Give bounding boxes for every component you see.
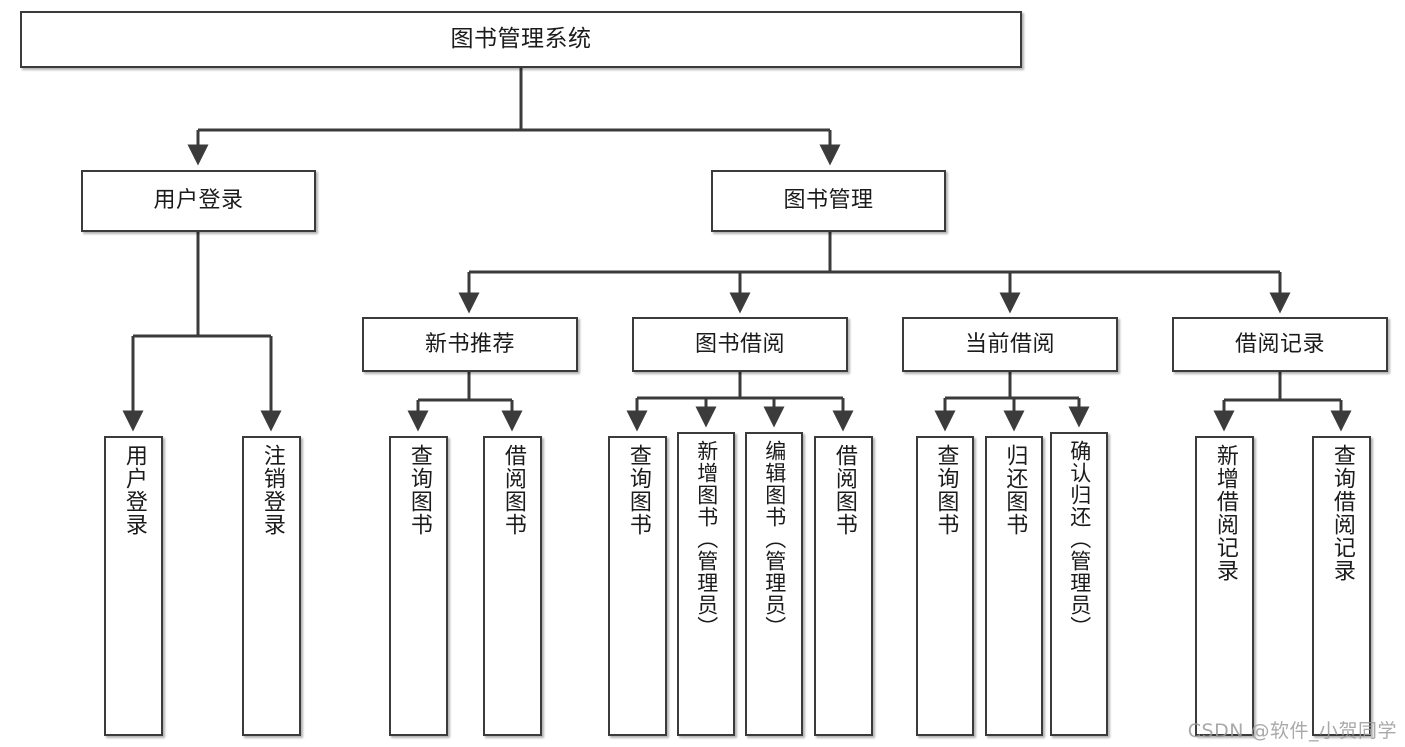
- leaf-borrow-record-add[interactable]: 新增借阅记录: [1195, 436, 1254, 736]
- node-borrow-record[interactable]: 借阅记录: [1172, 317, 1388, 372]
- node-label: 图书管理系统: [450, 25, 592, 52]
- node-label: 图书借阅: [694, 331, 785, 357]
- node-label: 新书推荐: [424, 331, 515, 357]
- node-user-login[interactable]: 用户登录: [81, 170, 316, 232]
- node-label: 借阅图书: [500, 444, 526, 536]
- leaf-new-book-query[interactable]: 查询图书: [389, 436, 448, 736]
- leaf-book-borrow-borrow[interactable]: 借阅图书: [814, 436, 873, 736]
- leaf-current-borrow-confirm-return[interactable]: 确认归还（管理员）: [1050, 432, 1108, 736]
- node-label: 确认归还（管理员）: [1067, 440, 1092, 638]
- node-label: 用户登录: [153, 188, 244, 214]
- leaf-current-borrow-return[interactable]: 归还图书: [985, 436, 1043, 736]
- node-new-book-recommend[interactable]: 新书推荐: [362, 317, 578, 372]
- leaf-book-borrow-add[interactable]: 新增图书（管理员）: [677, 432, 735, 736]
- node-book-borrow[interactable]: 图书借阅: [632, 317, 848, 372]
- leaf-new-book-borrow[interactable]: 借阅图书: [483, 436, 542, 736]
- node-root-system[interactable]: 图书管理系统: [20, 11, 1022, 68]
- node-label: 编辑图书（管理员）: [762, 440, 787, 638]
- leaf-current-borrow-query[interactable]: 查询图书: [916, 436, 974, 736]
- node-label: 新增图书（管理员）: [694, 440, 719, 638]
- node-label: 借阅记录: [1234, 331, 1325, 357]
- node-label: 图书管理: [783, 188, 874, 214]
- node-label: 归还图书: [1002, 444, 1028, 536]
- node-current-borrow[interactable]: 当前借阅: [902, 317, 1118, 372]
- leaf-book-borrow-query[interactable]: 查询图书: [608, 436, 667, 736]
- watermark: CSDN @软件_小贺同学: [1187, 720, 1397, 742]
- leaf-borrow-record-query[interactable]: 查询借阅记录: [1312, 436, 1371, 736]
- node-label: 查询图书: [933, 444, 959, 536]
- node-label: 借阅图书: [831, 444, 857, 536]
- leaf-user-login-signin[interactable]: 用户登录: [104, 436, 163, 736]
- node-book-management[interactable]: 图书管理: [711, 170, 946, 232]
- node-label: 用户登录: [121, 444, 147, 536]
- leaf-book-borrow-edit[interactable]: 编辑图书（管理员）: [745, 432, 803, 736]
- node-label: 当前借阅: [964, 331, 1055, 357]
- node-label: 查询借阅记录: [1329, 444, 1355, 582]
- node-label: 新增借阅记录: [1212, 444, 1238, 582]
- leaf-user-login-signout[interactable]: 注销登录: [242, 436, 301, 736]
- node-label: 查询图书: [406, 444, 432, 536]
- node-label: 查询图书: [625, 444, 651, 536]
- node-label: 注销登录: [259, 444, 285, 536]
